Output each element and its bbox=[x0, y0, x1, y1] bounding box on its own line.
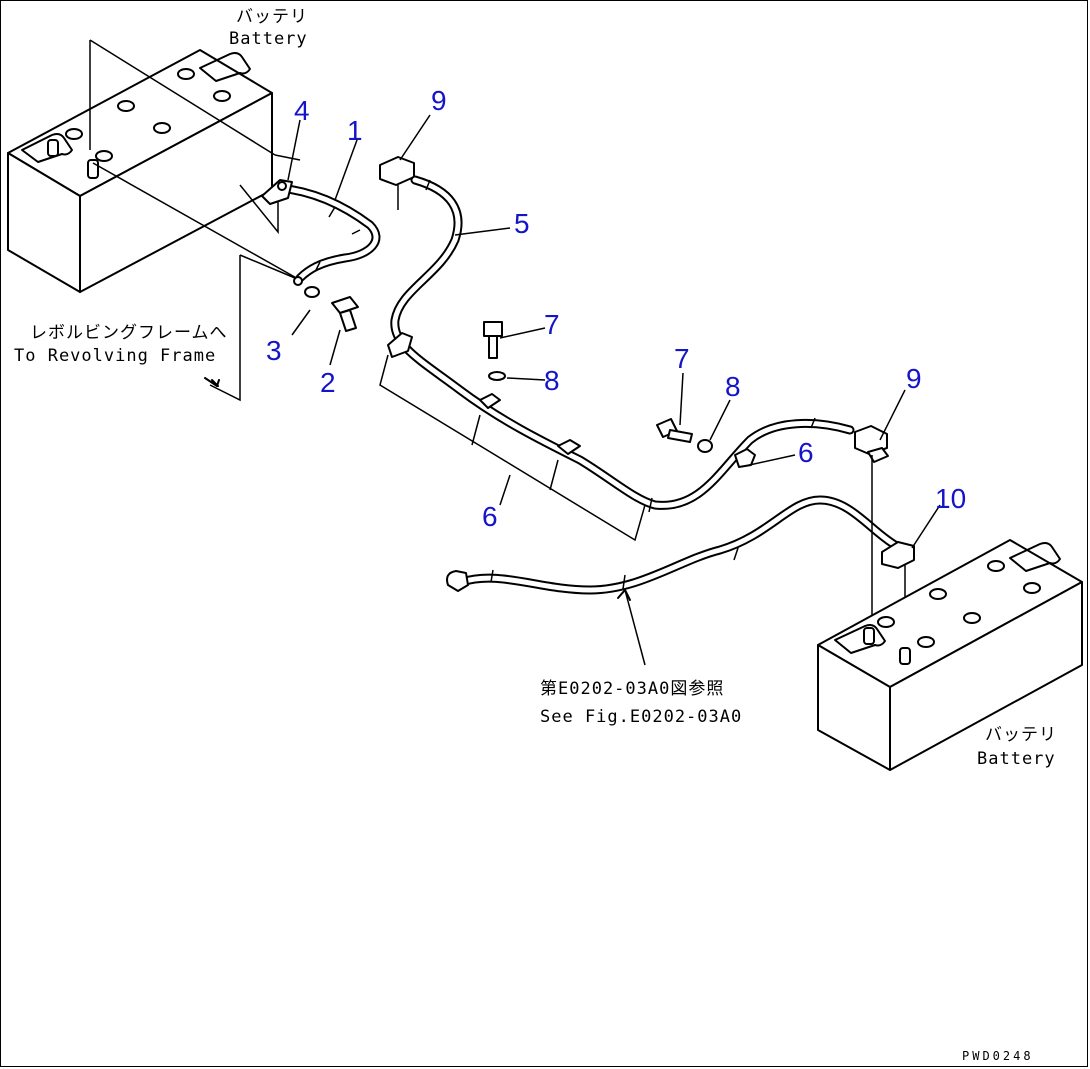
callout-7-upper: 7 bbox=[544, 309, 560, 340]
bolt-7b bbox=[656, 418, 693, 443]
cable-lower bbox=[446, 495, 915, 595]
callout-2: 2 bbox=[320, 367, 336, 398]
see-fig-label-jp: 第E0202-03A0図参照 bbox=[540, 679, 724, 699]
battery-bottom-label-jp: バッテリ bbox=[985, 725, 1057, 745]
callout-9-right: 9 bbox=[906, 363, 922, 394]
frame-label-jp: レボルビングフレームへ bbox=[30, 323, 228, 343]
callout-7-right: 7 bbox=[674, 343, 690, 374]
battery-top-left bbox=[7, 49, 273, 293]
callout-4: 4 bbox=[294, 95, 310, 126]
battery-top-label-en: Battery bbox=[229, 29, 308, 49]
cable-1 bbox=[275, 183, 381, 283]
washer-3 bbox=[304, 286, 320, 298]
battery-top-label-jp: バッテリ bbox=[236, 7, 308, 27]
battery-caps bbox=[65, 68, 231, 162]
callout-6-lower: 6 bbox=[482, 501, 498, 532]
terminal-4 bbox=[261, 179, 293, 205]
cover-6 bbox=[379, 332, 756, 542]
washer-8b bbox=[697, 439, 713, 453]
callout-9-upper: 9 bbox=[431, 85, 447, 116]
callout-8-right: 8 bbox=[725, 371, 741, 402]
callout-1: 1 bbox=[347, 115, 363, 146]
battery-bottom-label-en: Battery bbox=[977, 749, 1056, 769]
frame-label-en: To Revolving Frame bbox=[14, 346, 216, 366]
callout-6-right: 6 bbox=[798, 437, 814, 468]
callout-5: 5 bbox=[514, 208, 530, 239]
battery-bottom-right bbox=[817, 539, 1083, 771]
bolt-2 bbox=[331, 296, 359, 332]
callout-8-upper: 8 bbox=[544, 365, 560, 396]
cable-5 bbox=[379, 156, 889, 513]
callout-10: 10 bbox=[935, 483, 966, 514]
see-fig-label-en: See Fig.E0202-03A0 bbox=[540, 707, 742, 727]
bolt-7a bbox=[483, 321, 503, 359]
washer-8a bbox=[488, 371, 506, 381]
callout-3: 3 bbox=[266, 335, 282, 366]
drawing-code: PWD0248 bbox=[962, 1049, 1034, 1063]
